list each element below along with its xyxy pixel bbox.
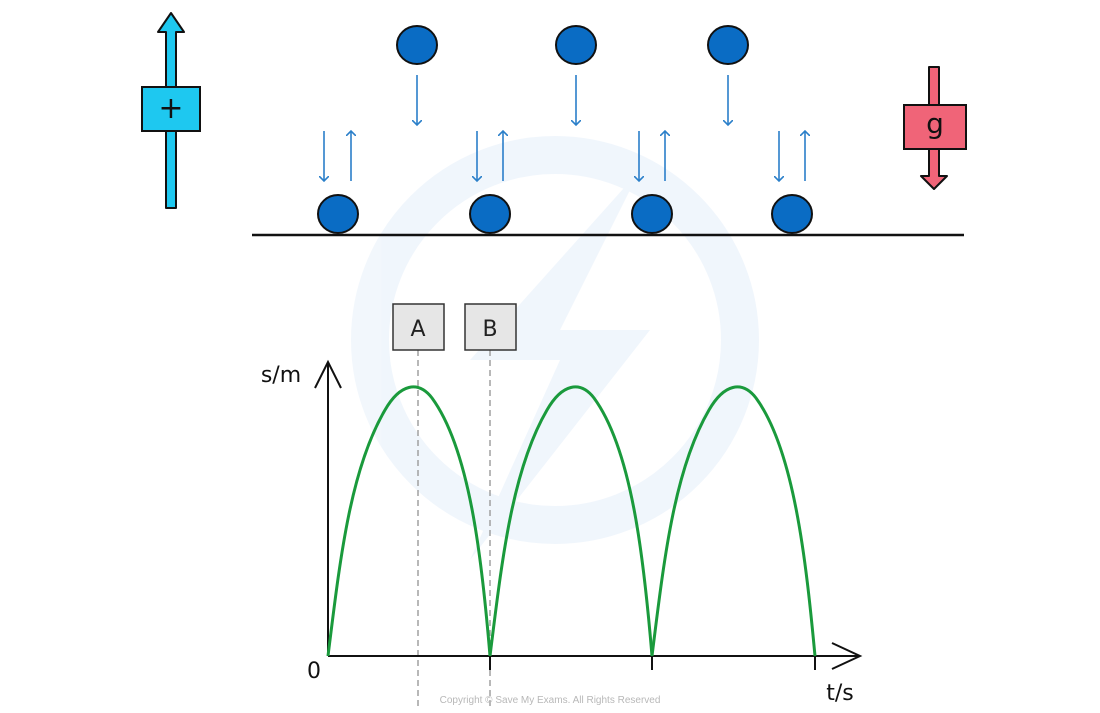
positive-direction-arrow: + xyxy=(141,12,201,209)
ball-ground-4 xyxy=(771,131,813,234)
gravity-label-box xyxy=(903,104,967,150)
bounce-curve-1 xyxy=(326,385,492,657)
marker-b-box xyxy=(464,303,517,351)
positive-label: + xyxy=(158,91,183,126)
marker-b-label: B xyxy=(482,317,497,342)
ball-top-2 xyxy=(555,25,597,125)
copyright-text: Copyright © Save My Exams. All Rights Re… xyxy=(439,695,661,706)
origin-label: 0 xyxy=(307,659,321,684)
ball-top-3 xyxy=(707,25,749,125)
marker-a-label: A xyxy=(410,317,425,342)
displacement-time-graph: A B s/m t/s 0 xyxy=(261,303,863,708)
y-axis-label: s/m xyxy=(261,363,301,388)
x-axis-label: t/s xyxy=(826,681,854,706)
ball-ground-3 xyxy=(631,131,673,234)
ball-top-1 xyxy=(396,25,438,125)
gravity-label: g xyxy=(926,107,944,140)
ball-ground-1 xyxy=(317,131,359,234)
y-axis-arrowhead xyxy=(314,359,342,389)
ball-ground-2 xyxy=(469,131,511,234)
gravity-arrow: g xyxy=(903,66,967,190)
bounce-curve-3 xyxy=(650,385,817,657)
bounce-curve-2 xyxy=(488,385,654,657)
x-axis-arrowhead xyxy=(831,642,863,670)
watermark-logo xyxy=(351,136,759,560)
marker-a-box xyxy=(392,303,445,351)
positive-label-box xyxy=(141,86,201,132)
